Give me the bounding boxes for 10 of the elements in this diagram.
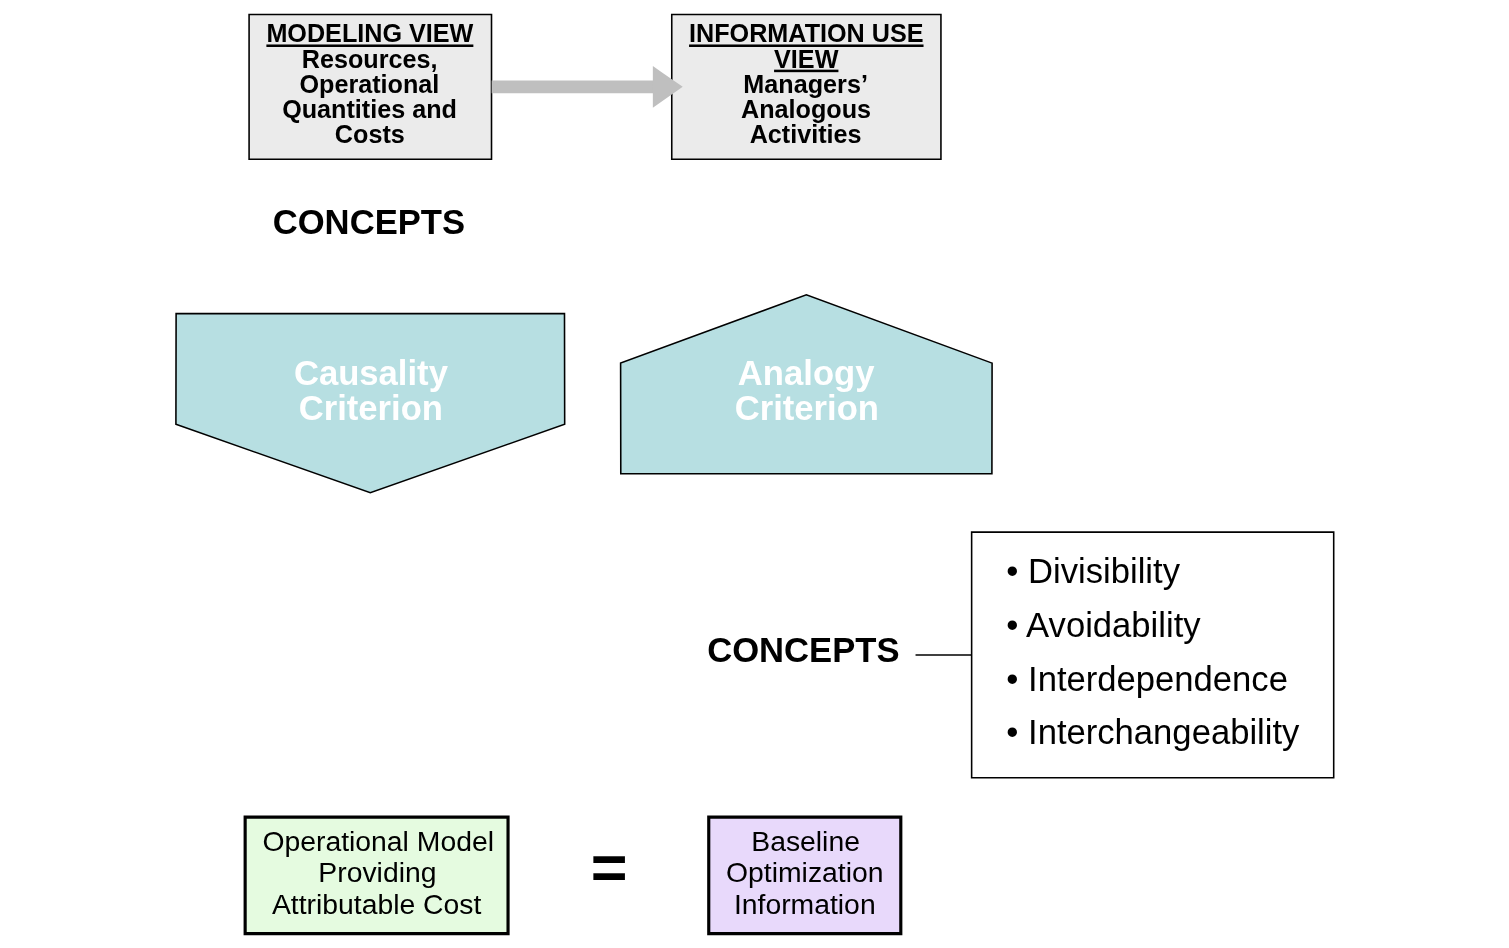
- node-text: CONCEPTS: [272, 203, 465, 242]
- node-text: CONCEPTS: [706, 631, 900, 670]
- node-box: Baseline Optimization Information: [706, 815, 902, 936]
- node-box: Operational Model Providing Attributable Cost: [243, 815, 510, 936]
- arrow: [491, 65, 683, 108]
- node-box: MODELING VIEW Resources, Operational Quantities and Costs: [247, 13, 492, 161]
- node-box: • Divisibility • Avoidability • Interdependence • Interchangeability: [970, 531, 1334, 779]
- connector: [914, 654, 972, 656]
- label: =: [590, 832, 627, 903]
- node-box: INFORMATION USE VIEW Managers’ Analogous Activities: [670, 13, 942, 161]
